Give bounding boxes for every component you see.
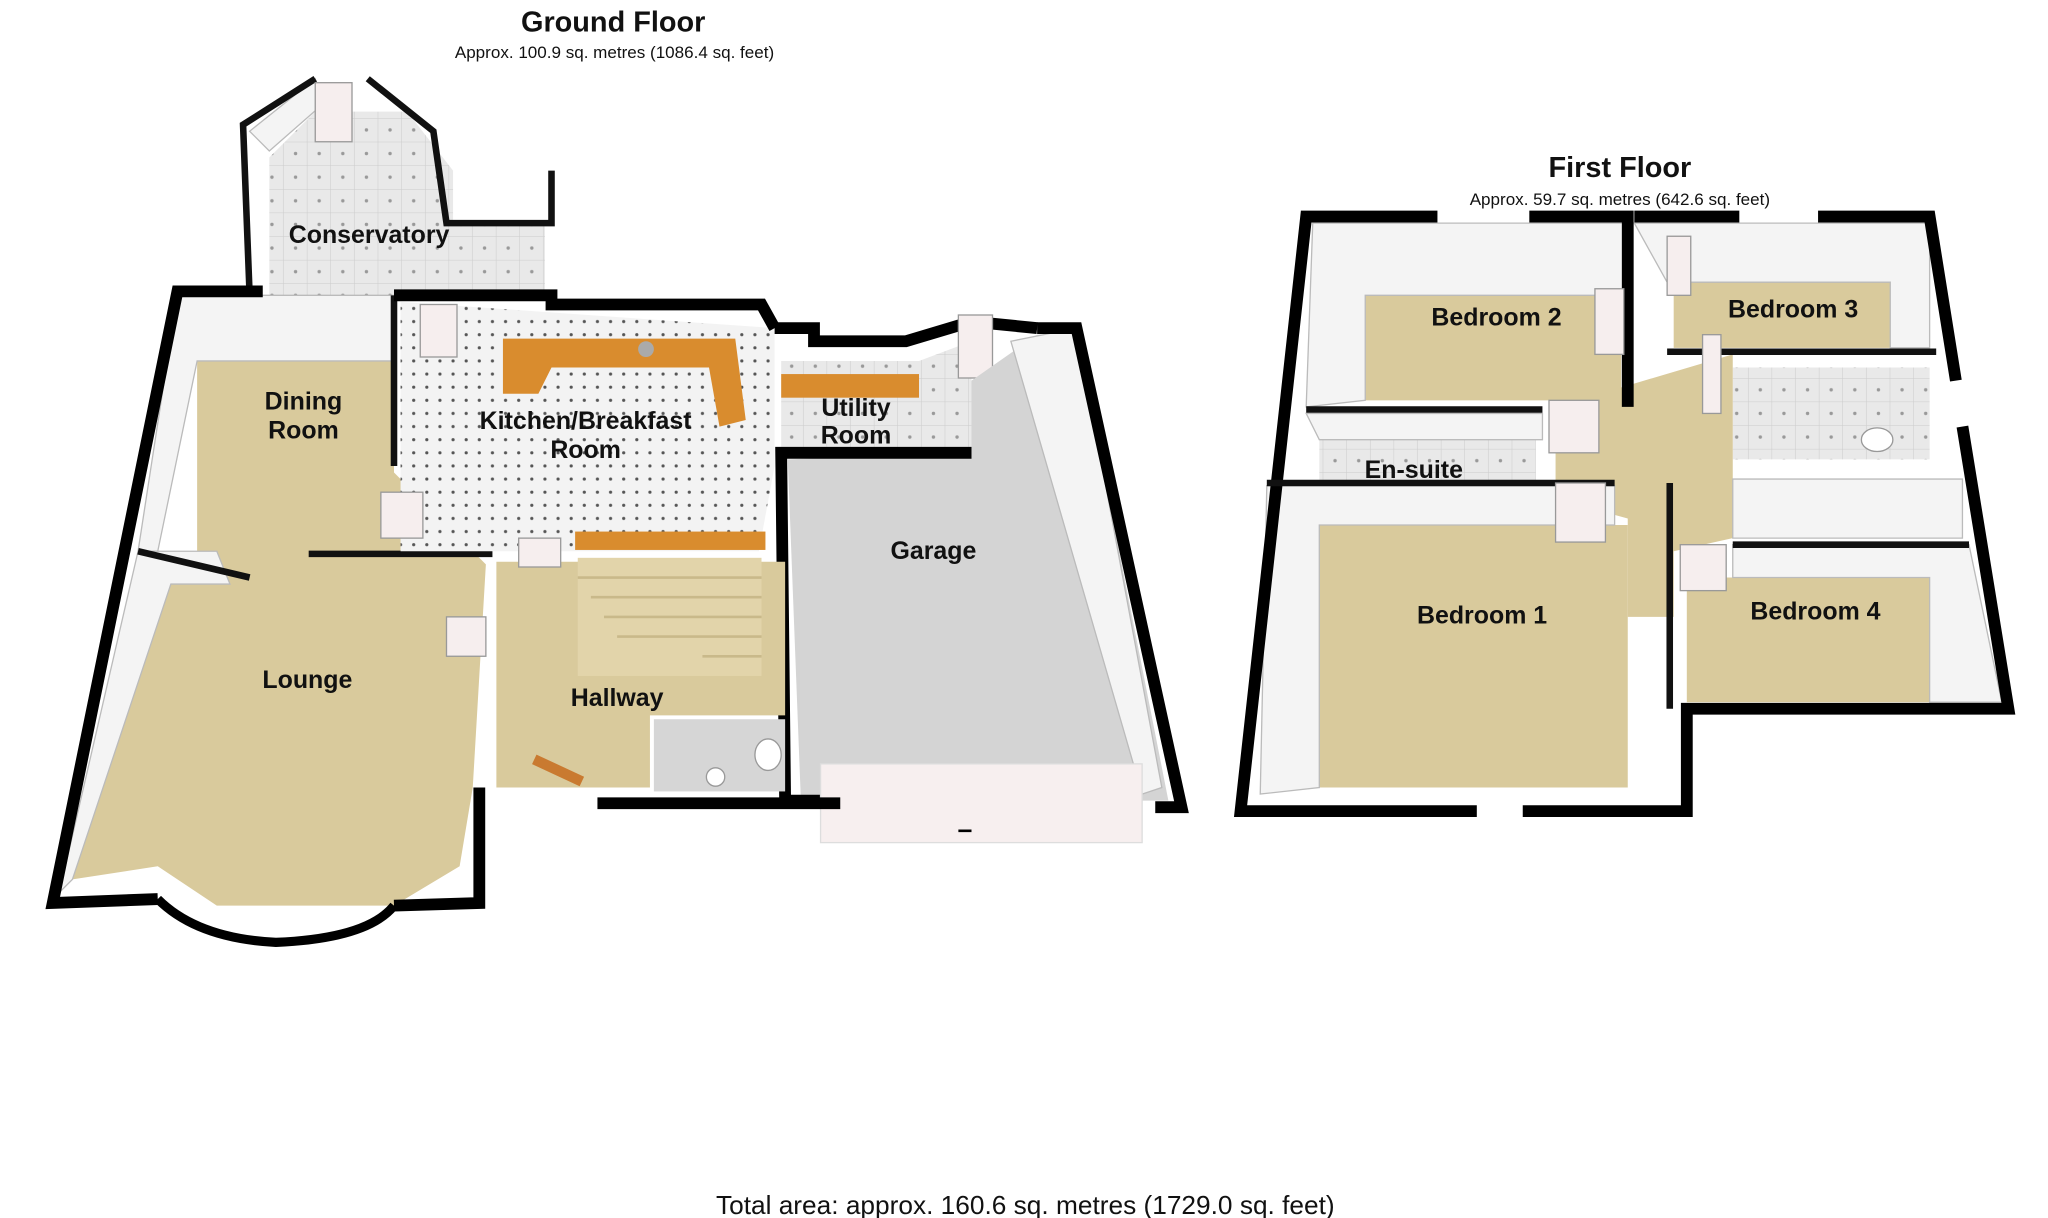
conservatory-wall-right <box>365 76 555 227</box>
garage-door[interactable] <box>819 763 1143 844</box>
staircase <box>577 557 762 676</box>
room-label-lounge: Lounge <box>262 666 352 694</box>
bedroom4-floor <box>1686 577 1930 703</box>
first-floor-plan: First Floor Approx. 59.7 sq. metres (642… <box>1233 152 2016 818</box>
utility-door[interactable] <box>957 314 994 379</box>
room-label-kitchen: Kitchen/Breakfast <box>480 407 692 435</box>
conservatory-wall-left <box>239 75 318 296</box>
bathroom-toilet-icon <box>1860 427 1894 453</box>
hall-kitchen-door[interactable] <box>518 537 562 568</box>
room-label-dining: Dining <box>265 388 343 416</box>
bathroom-floor <box>1732 367 1930 460</box>
ensuite-wall-face <box>1305 412 1544 441</box>
room-label-utility-2: Room <box>821 422 892 450</box>
ground-floor-plan: Ground Floor Approx. 100.9 sq. metres (1… <box>45 7 1189 947</box>
kitchen-door[interactable] <box>380 491 424 539</box>
lounge-dining-floor <box>72 328 486 906</box>
lounge-front-wall <box>393 787 486 912</box>
utility-worktop <box>781 374 919 398</box>
bay-window <box>154 895 398 947</box>
conservatory-door[interactable] <box>314 82 353 143</box>
room-label-utility: Utility <box>821 394 890 422</box>
first-floor-title: First Floor <box>1549 152 1692 184</box>
toilet-icon <box>754 738 782 772</box>
ensuite-door[interactable] <box>1548 399 1600 454</box>
bedroom3-floor <box>1673 282 1891 348</box>
bathroom-door[interactable] <box>1701 334 1722 415</box>
room-label-garage: Garage <box>890 537 976 565</box>
total-area: Total area: approx. 160.6 sq. metres (17… <box>716 1190 1335 1218</box>
landing-floor <box>1555 354 1733 617</box>
closet-wall-face <box>1732 478 1964 539</box>
bedroom2-rear-wall <box>1529 210 1634 407</box>
bedroom2-door[interactable] <box>1594 288 1625 356</box>
room-label-hallway: Hallway <box>571 684 664 712</box>
first-floor-left-wall <box>1233 210 1477 818</box>
ensuite-floor <box>1319 439 1536 486</box>
basin-icon <box>705 767 726 787</box>
first-floor-area: Approx. 59.7 sq. metres (642.6 sq. feet) <box>1470 190 1770 209</box>
kitchen-worktop-island <box>575 531 766 550</box>
lounge-door[interactable] <box>445 616 487 657</box>
garage-right-wall <box>1037 322 1189 814</box>
ground-floor-area: Approx. 100.9 sq. metres (1086.4 sq. fee… <box>455 43 774 62</box>
room-label-ensuite: En-suite <box>1365 456 1463 484</box>
room-label-bedroom1: Bedroom 1 <box>1417 601 1547 629</box>
room-label-dining-2: Room <box>268 416 339 444</box>
room-label-bedroom4: Bedroom 4 <box>1750 598 1880 626</box>
first-floor-right-wall <box>1522 425 2016 818</box>
lounge-outer-wall <box>45 285 263 910</box>
conservatory-floor <box>269 111 545 296</box>
bedroom3-rear-wall-b <box>1818 210 1962 382</box>
kitchen-worktop <box>502 338 746 427</box>
bedroom4-door[interactable] <box>1679 544 1727 592</box>
bedroom3-door[interactable] <box>1666 235 1692 296</box>
room-label-bedroom2: Bedroom 2 <box>1431 304 1561 332</box>
utility-rear-wall <box>774 315 1038 348</box>
room-label-conservatory: Conservatory <box>289 221 450 249</box>
bedroom1-floor <box>1319 525 1628 788</box>
conservatory-kitchen-door[interactable] <box>419 303 458 358</box>
kitchen-rear-wall <box>393 289 780 331</box>
front-door[interactable] <box>532 754 585 787</box>
sink-icon <box>638 341 654 357</box>
room-label-kitchen-2: Room <box>550 436 621 464</box>
room-label-bedroom3: Bedroom 3 <box>1728 296 1858 324</box>
bedroom1-door[interactable] <box>1554 482 1607 543</box>
dining-lounge-divider <box>137 548 251 581</box>
ground-floor-title: Ground Floor <box>521 7 705 39</box>
bedroom2-floor <box>1365 295 1622 401</box>
